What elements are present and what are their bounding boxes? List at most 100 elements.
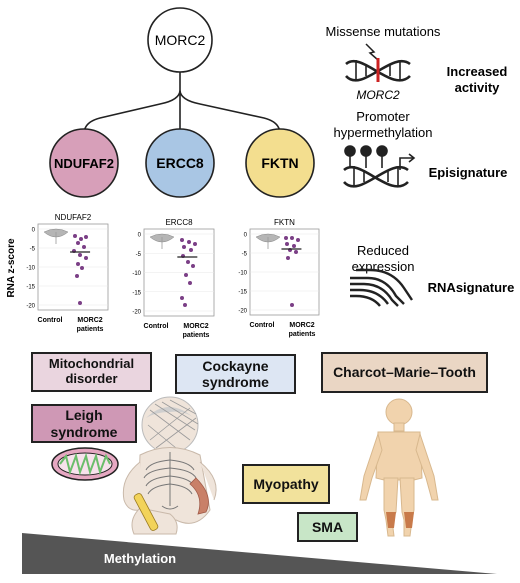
panel-1-xtick-morc2: MORC2 <box>77 317 102 324</box>
panel-3-ytick: -20 <box>238 309 247 315</box>
promoter-label-line2: hypermethylation <box>334 125 433 140</box>
panel-2-ytick: -20 <box>132 310 141 316</box>
increased-activity-line2: activity <box>455 80 501 95</box>
panel-1-patient-dot <box>76 262 80 266</box>
cmt-label: Charcot–Marie–Tooth <box>333 364 476 381</box>
cockayne-line2: syndrome <box>202 374 269 390</box>
increased-activity-line1: Increased <box>447 64 508 79</box>
infant-illustration <box>122 396 217 535</box>
panel-1-patient-dot <box>79 237 83 241</box>
panel-2-xtick-morc2: MORC2 <box>183 323 208 330</box>
panel-1-patient-dot <box>80 266 84 270</box>
panel-1-patient-dot <box>82 245 86 249</box>
panel-3-patient-dot <box>294 250 298 254</box>
fktn-node-label: FKTN <box>261 155 298 171</box>
panel-1-patient-dot <box>76 241 80 245</box>
panel-2-patient-dot <box>183 303 187 307</box>
ercc8-node <box>145 128 215 198</box>
panel-2-patient-dot <box>188 281 192 285</box>
methylation-label: Methylation <box>104 551 176 566</box>
panel-3-patient-dot <box>284 236 288 240</box>
lightning-icon <box>365 43 379 61</box>
panel-3-patient-dot <box>290 236 294 240</box>
morc2-node <box>147 7 213 73</box>
panel-3-xtick-morc2: MORC2 <box>289 322 314 329</box>
missense-gene-label: MORC2 <box>356 88 400 102</box>
sma-box: SMA <box>297 512 358 542</box>
ndufaf2-node <box>49 128 119 198</box>
dna-helix-icon-2 <box>343 166 409 188</box>
methyl-groups-icon <box>344 145 388 168</box>
panel-3-patient-dot <box>286 256 290 260</box>
ercc8-node-label: ERCC8 <box>156 155 204 171</box>
charcot-marie-tooth-box: Charcot–Marie–Tooth <box>321 352 488 393</box>
myopathy-label: Myopathy <box>253 475 319 492</box>
plots-ylabel: RNA z-score <box>6 238 17 298</box>
panel-3-ytick: -15 <box>238 290 247 296</box>
mitochondrion-icon <box>51 447 119 481</box>
leigh-syndrome-box: Leigh syndrome <box>31 404 137 443</box>
panel-3-patient-dot <box>296 238 300 242</box>
panel-3-ytick: 0 <box>244 233 248 239</box>
panel-3-patient-dot <box>285 242 289 246</box>
panel-1-xtick-patients: patients <box>77 326 104 333</box>
panel-2-patient-dot <box>184 273 188 277</box>
panel-2-title: ERCC8 <box>165 218 193 227</box>
rna-strands-icon <box>350 268 413 307</box>
panel-3-ytick: -10 <box>238 271 247 277</box>
sma-label: SMA <box>311 518 344 535</box>
fktn-node <box>245 128 315 198</box>
mechanism-expression: Reduced expression RNAsignature <box>350 243 515 307</box>
panel-2-ytick: 0 <box>138 233 142 239</box>
panel-2-patient-dot <box>182 245 186 249</box>
panel-1-ytick: -20 <box>26 304 35 310</box>
panel-2-ytick: -10 <box>132 271 141 277</box>
panel-1-patient-dot <box>73 234 77 238</box>
mechanism-promoter: Promoter hypermethylation Episignature <box>334 109 507 188</box>
panel-3-patient-dot <box>290 303 294 307</box>
panel-2-patient-dot <box>189 248 193 252</box>
panel-1-xtick-control: Control <box>38 317 63 324</box>
ndufaf2-node-label: NDUFAF2 <box>54 156 114 171</box>
panel-2-patient-dot <box>193 242 197 246</box>
panel-1-title: NDUFAF2 <box>55 213 92 222</box>
panel-1-patient-dot <box>78 301 82 305</box>
panel-3-xtick-control: Control <box>250 322 275 329</box>
adult-illustration <box>359 398 439 537</box>
panel-1-patient-dot <box>84 235 88 239</box>
panel-3-ytick: -5 <box>242 252 248 258</box>
panel-2-patient-dot <box>191 264 195 268</box>
missense-label: Missense mutations <box>326 24 441 39</box>
panel-1-patient-dot <box>84 256 88 260</box>
cockayne-syndrome-box: Cockayne syndrome <box>175 354 296 394</box>
panel-2-xtick-control: Control <box>144 323 169 330</box>
morc2-node-label: MORC2 <box>155 32 206 48</box>
expression-label-line1: Reduced <box>357 243 409 258</box>
panel-1-patient-dot <box>75 274 79 278</box>
panel-1-patient-dot <box>78 253 82 257</box>
panel-3-patient-dot <box>292 244 296 248</box>
gene-tree: MORC2 NDUFAF2 ERCC8 FKTN <box>49 7 315 198</box>
myopathy-box: Myopathy <box>242 464 330 504</box>
panel-1-ytick: 0 <box>32 228 36 234</box>
panel-3-title: FKTN <box>274 218 295 227</box>
panel-2-patient-dot <box>180 238 184 242</box>
panel-2-patient-dot <box>187 240 191 244</box>
promoter-label-line1: Promoter <box>356 109 410 124</box>
leigh-line1: Leigh <box>65 407 103 424</box>
mitochondrial-disorder-box: Mitochondrial disorder <box>31 352 152 392</box>
panel-2-patient-dot <box>186 260 190 264</box>
rnasignature-label: RNAsignature <box>428 280 515 295</box>
leigh-line2: syndrome <box>50 423 118 440</box>
mechanism-missense: Missense mutations MORC2 Increased activ… <box>326 24 508 102</box>
panel-2-ytick: -5 <box>136 252 142 258</box>
panel-1-ytick: -15 <box>26 285 35 291</box>
panel-3-xtick-patients: patients <box>289 331 316 338</box>
panel-2-xtick-patients: patients <box>183 332 210 339</box>
panel-2-patient-dot <box>180 296 184 300</box>
tree-branches <box>83 72 281 135</box>
panel-1-ytick: -10 <box>26 266 35 272</box>
adult-shins-affected <box>386 512 414 528</box>
